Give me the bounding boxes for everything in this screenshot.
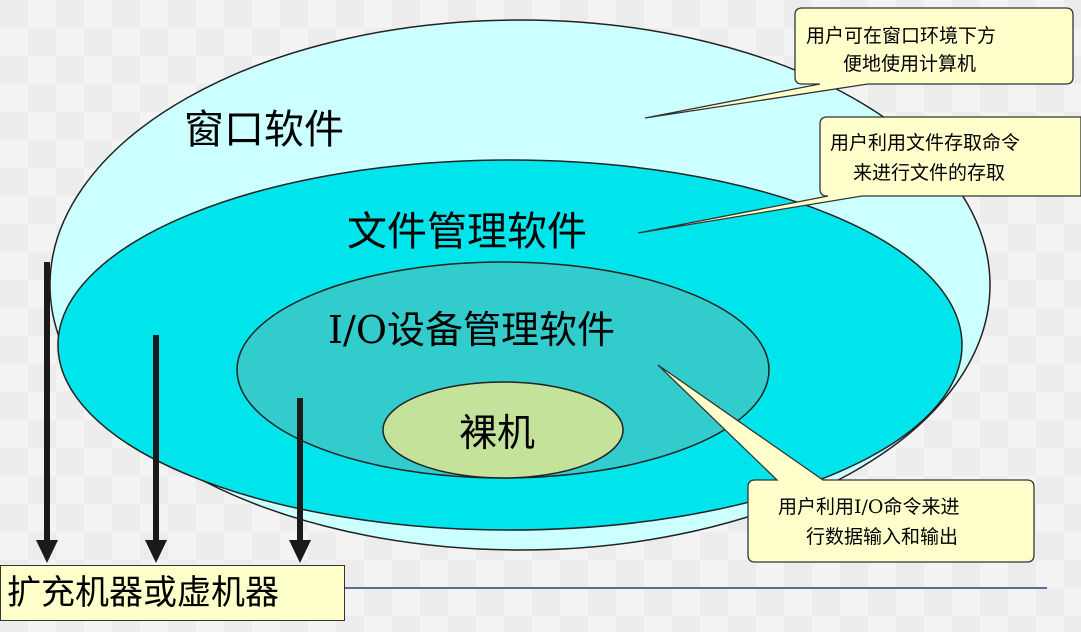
callout-window-line-2: 便地使用计算机 [843, 53, 976, 75]
callout-file: 用户利用文件存取命令 来进行文件的存取 [637, 116, 1081, 234]
arrow-io-to-result [289, 398, 311, 563]
callout-file-line-2: 来进行文件的存取 [853, 162, 1005, 184]
callout-io-line-1: 用户利用I/O命令来进 [778, 496, 959, 518]
baseline-divider [345, 587, 1047, 589]
arrow-window-to-result [36, 262, 58, 563]
callout-window-line-1: 用户可在窗口环境下方 [806, 25, 996, 47]
callout-io: 用户利用I/O命令来进 行数据输入和输出 [657, 364, 1035, 563]
bare-machine-label: 裸机 [459, 411, 535, 455]
callout-file-line-1: 用户利用文件存取命令 [830, 132, 1020, 154]
arrow-file-to-result [145, 335, 167, 563]
file-management-label: 文件管理软件 [347, 209, 587, 255]
bare-machine-ellipse [382, 381, 624, 479]
callout-io-line-2: 行数据输入和输出 [806, 526, 958, 548]
callout-window: 用户可在窗口环境下方 便地使用计算机 [644, 7, 1074, 119]
window-software-label: 窗口软件 [184, 107, 344, 153]
extended-machine-label: 扩充机器或虚机器 [0, 565, 345, 621]
io-management-label: I/O设备管理软件 [328, 308, 615, 352]
